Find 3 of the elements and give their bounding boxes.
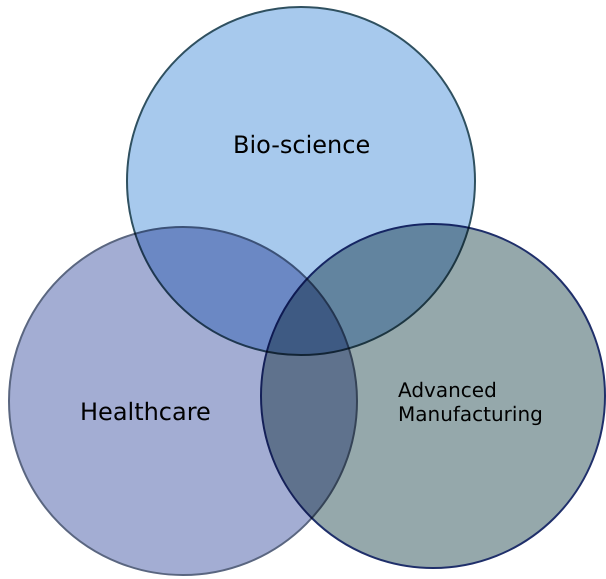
circle-label: Bio-science [233,131,372,160]
circle-label: Advanced Manufacturing [398,378,544,426]
circle-label: Healthcare [80,398,212,427]
